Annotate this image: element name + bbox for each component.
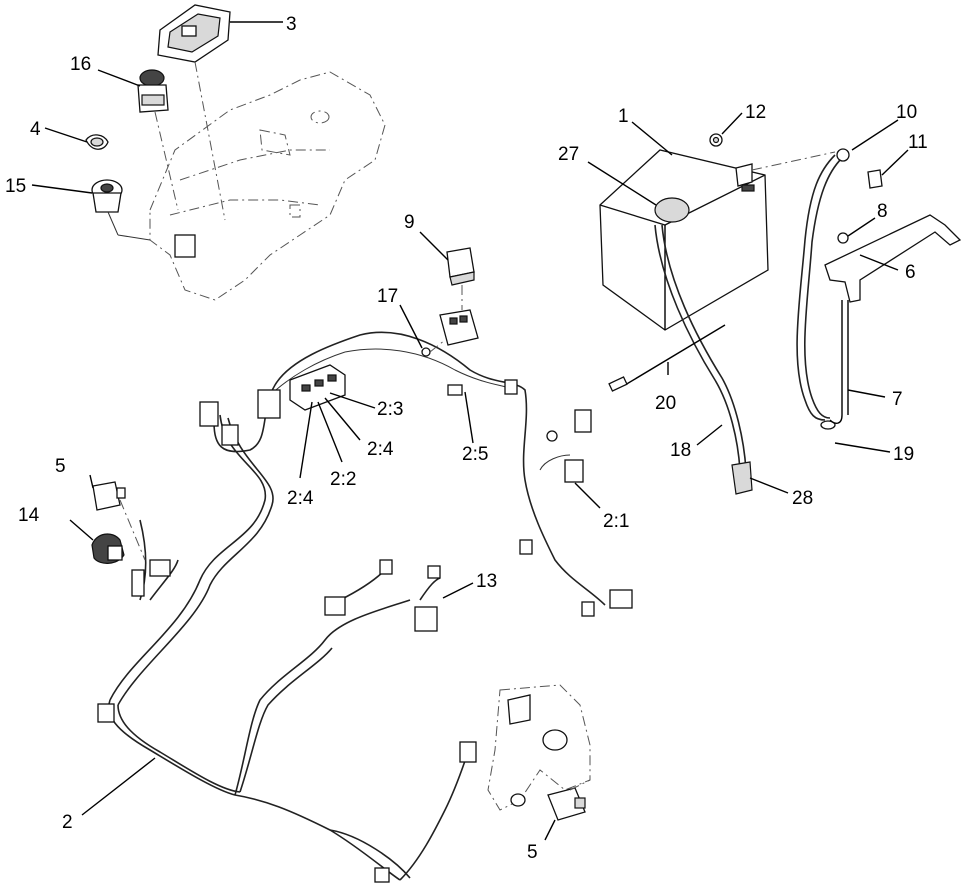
callout-15: 15 [5,176,26,197]
callout-10: 10 [896,102,917,123]
callout-6: 6 [905,262,916,283]
positive-cable [654,224,753,495]
callout-27: 27 [558,144,579,165]
leader-lines [31,21,909,841]
cap-part [85,134,109,150]
switch-upper [92,481,146,561]
callout-3: 3 [286,14,297,35]
callout-7: 7 [892,389,903,410]
callout-2-1: 2:1 [603,511,629,532]
callout-19: 19 [893,444,914,465]
key-switch [137,69,179,211]
callout-2: 2 [62,812,73,833]
callout-labels: 1 2 2:1 2:2 2:3 2:4 2:4 2:5 3 4 5 5 6 7 … [5,14,928,863]
cable-tie [608,324,726,392]
hold-down-bracket [824,214,962,424]
callout-2-4-left: 2:4 [287,488,314,509]
callout-4: 4 [30,119,41,140]
callout-13: 13 [476,571,497,592]
callout-5-upper: 5 [55,456,66,477]
seat-switch-bracket [487,684,591,821]
callout-16: 16 [70,54,91,75]
callout-28: 28 [792,488,813,509]
relay [439,247,479,346]
callout-11: 11 [908,132,928,153]
main-harness [108,331,606,881]
battery [599,133,836,331]
callout-2-4-right: 2:4 [367,439,394,460]
harness-connectors [97,364,633,883]
callout-2-5: 2:5 [462,444,488,465]
callout-8: 8 [877,201,888,222]
hour-meter [157,4,231,221]
callout-5-lower: 5 [527,842,538,863]
connector-part [91,533,125,564]
negative-cable [796,148,883,430]
dash-panel [149,71,386,301]
callout-20: 20 [655,393,676,414]
callout-18: 18 [670,440,691,461]
callout-1: 1 [618,106,629,127]
callout-17: 17 [377,286,398,307]
callout-2-3: 2:3 [377,399,403,420]
screw [421,339,446,357]
panel-switch-block [174,234,196,258]
callout-2-2: 2:2 [330,469,356,490]
callout-14: 14 [18,505,40,526]
callout-12: 12 [745,102,766,123]
callout-9: 9 [404,212,415,233]
pto-switch [91,179,151,241]
